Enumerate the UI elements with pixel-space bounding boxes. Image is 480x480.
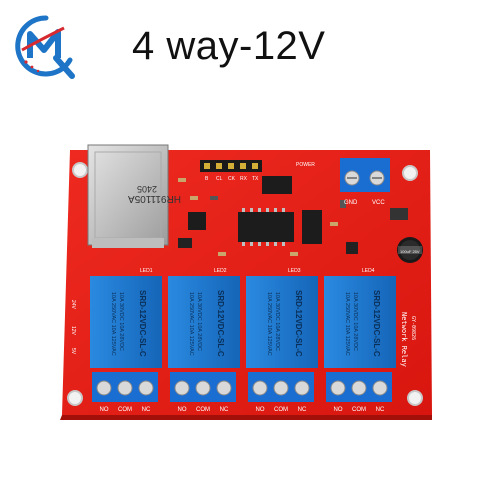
relay-model: SRD-12VDC-SL-C [372, 290, 381, 357]
ethernet-code: 2405 [137, 184, 157, 194]
relay-model: SRD-12VDC-SL-C [294, 290, 303, 357]
relay-rating-1: 10A 250VAC 10A 125VAC [344, 292, 350, 356]
relay-rating-2: 10A 30VDC 10A 28VDC [352, 292, 358, 351]
volt-label: 5V [70, 348, 76, 355]
svg-text:10A 250VAC 10A 125VAC 1: 10A 250VAC 10A 125VAC 10A 30VDC 10A 28VD… [110, 292, 124, 357]
voltage-labels: 24V 12V 5V [70, 300, 76, 355]
logo-star-2 [30, 65, 34, 69]
pin-label: B [205, 176, 209, 182]
pin-header [200, 160, 262, 172]
terminal-block-1 [92, 372, 158, 402]
relay-3: 10A 250VAC 10A 125VAC 10A 30VDC 10A 28VD… [246, 276, 318, 368]
terminal-label-no: NO [100, 407, 109, 413]
relay-model: SRD-12VDC-SL-C [138, 290, 147, 357]
relay-rating-1: 10A 250VAC 10A 125VAC [266, 292, 272, 356]
logo-m-letter [27, 29, 61, 58]
terminal-label-no: NO [178, 407, 187, 413]
logo-star-1 [24, 60, 28, 64]
pin-labels: TX RX CK CL B [205, 176, 259, 182]
relay-4: 10A 250VAC 10A 125VAC 10A 30VDC 10A 28VD… [324, 276, 396, 368]
ic-chip-right [302, 210, 322, 244]
led-label: LED3 [288, 268, 301, 274]
led-labels: LED1 LED2 LED3 LED4 [140, 268, 375, 274]
volt-label: 12V [70, 326, 76, 336]
ethernet-label: HR911105A [128, 193, 181, 204]
led-label: LED2 [214, 268, 227, 274]
mounting-holes [67, 162, 423, 406]
svg-text:10A 250VAC 10A 125VAC 1: 10A 250VAC 10A 125VAC 10A 30VDC 10A 28VD… [344, 292, 358, 357]
logo-star-3 [36, 69, 40, 73]
terminal-label-nc: NC [298, 407, 307, 413]
ic-chip-secondary [262, 176, 292, 194]
relay-rating-1: 10A 250VAC 10A 125VAC [188, 292, 194, 356]
page-title: 4 way-12V [132, 24, 326, 68]
terminal-label-nc: NC [142, 407, 151, 413]
pin-label: CL [216, 176, 223, 182]
led-label: LED4 [362, 268, 375, 274]
terminal-label-com: COM [352, 407, 366, 413]
relay-rating-2: 10A 30VDC 10A 28VDC [274, 292, 280, 351]
ethernet-jack: HR911105A 2405 [87, 144, 181, 248]
smd-components [178, 178, 408, 256]
relay-rating-2: 10A 30VDC 10A 28VDC [118, 292, 124, 351]
terminal-block-3 [248, 372, 314, 402]
logo-tail [53, 55, 75, 79]
terminal-label-com: COM [196, 407, 210, 413]
terminal-label-no: NO [256, 407, 265, 413]
relay-rating-1: 10A 250VAC 10A 125VAC [110, 292, 116, 356]
logo-red-swoosh [21, 26, 65, 52]
electrolytic-capacitor [397, 237, 423, 263]
output-terminals [92, 372, 392, 402]
ic-chip-small [188, 212, 206, 230]
svg-text:10A 250VAC 10A 125VAC 1: 10A 250VAC 10A 125VAC 10A 30VDC 10A 28VD… [266, 292, 280, 357]
volt-label: 24V [70, 300, 76, 310]
svg-text:10A 250VAC 10A 125VAC 1: 10A 250VAC 10A 125VAC 10A 30VDC 10A 28VD… [188, 292, 202, 357]
gnd-label: GND [344, 200, 358, 206]
relay-1: 10A 250VAC 10A 125VAC 10A 30VDC 10A 28VD… [90, 276, 162, 368]
relay-2: 10A 250VAC 10A 125VAC 10A 30VDC 10A 28VD… [168, 276, 240, 368]
power-terminal [340, 158, 390, 192]
terminal-block-2 [170, 372, 236, 402]
terminal-label-com: COM [118, 407, 132, 413]
relay-rating-2: 10A 30VDC 10A 28VDC [196, 292, 202, 351]
terminal-label-com: COM [274, 407, 288, 413]
ic-chip-main [238, 208, 294, 246]
terminal-block-4 [326, 372, 392, 402]
brand-logo [15, 15, 75, 79]
capacitor-label: 100uF 25V [400, 249, 420, 254]
relay-model: SRD-12VDC-SL-C [216, 290, 225, 357]
side-label: Network Relay [400, 312, 408, 367]
terminal-label-nc: NC [220, 407, 229, 413]
pcb-edge-shadow [60, 415, 432, 420]
terminal-labels: NO COM NC NO COM NC NO COM NC NO COM NC [100, 407, 385, 413]
led-label: LED1 [140, 268, 153, 274]
pin-label: TX [252, 176, 259, 182]
power-label: POWER [296, 162, 315, 168]
logo-outer-ring [15, 15, 73, 77]
terminal-label-no: NO [334, 407, 343, 413]
pin-label: CK [228, 176, 236, 182]
pin-label: RX [240, 176, 248, 182]
terminal-label-nc: NC [376, 407, 385, 413]
vcc-label: VCC [372, 200, 385, 206]
board-code: GY-09826 [410, 316, 416, 340]
